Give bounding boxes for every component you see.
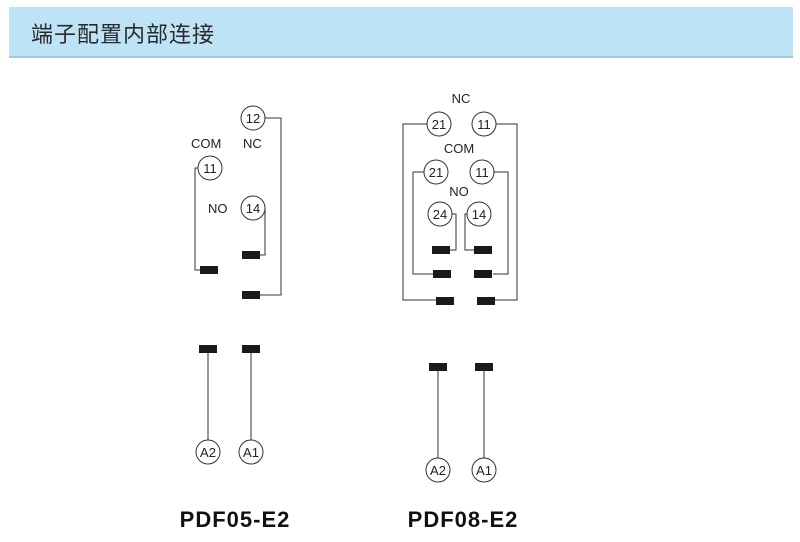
no-label: NO — [208, 201, 228, 216]
nc-wire — [259, 117, 282, 296]
pin-no-left — [432, 246, 450, 254]
terminal-24-label: 24 — [433, 207, 447, 222]
com-label: COM — [444, 141, 474, 156]
terminal-21-top — [426, 111, 452, 137]
terminal-12-label: 12 — [246, 111, 260, 126]
com-wire-left — [412, 171, 436, 275]
terminal-12 — [240, 105, 266, 131]
com-wire — [194, 167, 202, 271]
page-title: 端子配置内部连接 — [31, 23, 216, 48]
terminal-a1-label: A1 — [476, 463, 492, 478]
pin-com-left — [433, 270, 451, 278]
terminal-14-label: 14 — [246, 201, 260, 216]
terminal-a2 — [425, 457, 451, 483]
pin-no — [242, 251, 260, 259]
pin-com-right — [474, 270, 492, 278]
nc-wire-right — [495, 123, 518, 301]
header-divider — [9, 56, 793, 58]
terminal-11-top-label: 11 — [477, 117, 491, 132]
terminal-11-top — [471, 111, 497, 137]
pdf05-diagram: 12 11 14 A2 A1 COM NC NO PDF05-E2 — [180, 105, 291, 532]
pin-a2 — [429, 363, 447, 371]
pin-nc-right — [477, 297, 495, 305]
no-wire — [259, 208, 266, 256]
terminal-14 — [240, 195, 266, 221]
terminal-a1 — [471, 457, 497, 483]
header-bar: 端子配置内部连接 — [9, 7, 793, 56]
terminal-a1-label: A1 — [243, 445, 259, 460]
pin-a1 — [242, 345, 260, 353]
no-wire-left — [449, 213, 457, 251]
terminal-11 — [197, 155, 223, 181]
no-label: NO — [449, 184, 469, 199]
terminal-11-mid-label: 11 — [475, 165, 489, 180]
terminal-11-label: 11 — [203, 161, 217, 176]
model-name: PDF05-E2 — [180, 507, 291, 532]
pin-nc-left — [436, 297, 454, 305]
no-wire-right — [464, 213, 475, 251]
pin-a1 — [475, 363, 493, 371]
com-wire-right — [493, 171, 509, 275]
terminal-a2-label: A2 — [200, 445, 216, 460]
terminal-a2-label: A2 — [430, 463, 446, 478]
pin-nc — [242, 291, 260, 299]
pin-a2 — [199, 345, 217, 353]
pin-no-right — [474, 246, 492, 254]
terminal-21-mid-label: 21 — [429, 165, 443, 180]
terminal-14 — [466, 201, 492, 227]
pin-com — [200, 266, 218, 274]
terminal-14-label: 14 — [472, 207, 486, 222]
terminal-21-mid — [423, 159, 449, 185]
nc-label: NC — [452, 91, 471, 106]
terminal-11-mid — [469, 159, 495, 185]
terminal-24 — [427, 201, 453, 227]
nc-wire-left — [402, 123, 437, 301]
terminal-a1 — [238, 439, 264, 465]
pdf08-diagram: 21 11 21 11 24 14 A2 A1 NC COM NO PDF08-… — [402, 91, 519, 532]
model-name: PDF08-E2 — [408, 507, 519, 532]
terminal-a2 — [195, 439, 221, 465]
com-label: COM — [191, 136, 221, 151]
terminal-21-top-label: 21 — [432, 117, 446, 132]
nc-label: NC — [243, 136, 262, 151]
